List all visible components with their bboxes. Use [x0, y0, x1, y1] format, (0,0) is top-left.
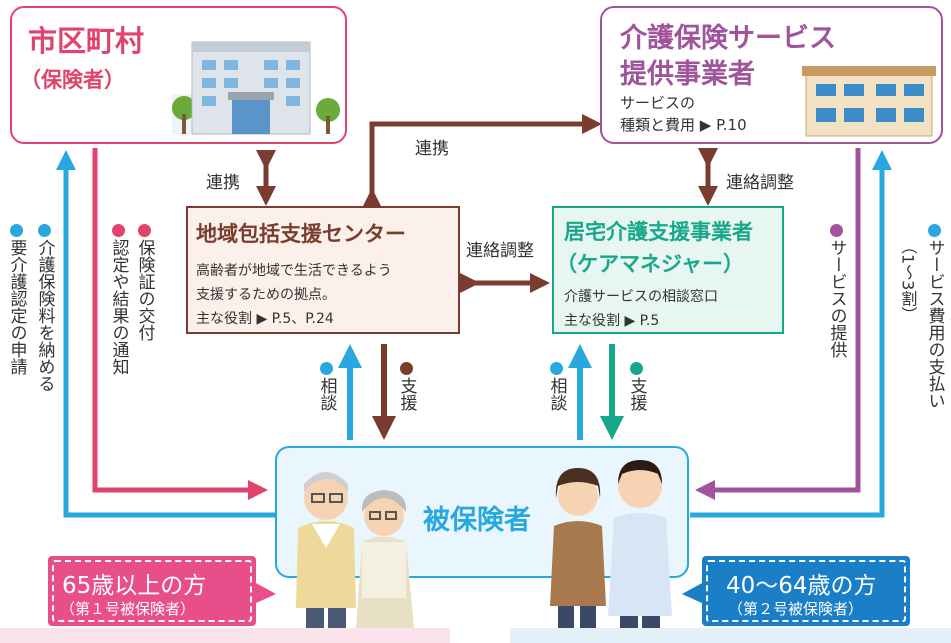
middle-aged-couple-icon: [550, 460, 672, 643]
premium-arrow: [56, 150, 275, 518]
facility-building-icon: [802, 66, 936, 137]
provider-desc-line2: 種類と費用 ▶ P.10: [620, 116, 747, 134]
care-manager-box: 居宅介護支援事業者 （ケアマネジャー） 介護サービスの相談窓口 主な役割 ▶ P…: [552, 206, 784, 334]
municipality-title: 市区町村: [28, 24, 145, 58]
provider-title-line1: 介護保険サービス: [620, 23, 836, 54]
renraku-mid-label: 連絡調整: [466, 241, 534, 261]
apply-label: 要介護認定の申請: [6, 224, 27, 375]
pay-cost-label: サービス費用の支払い: [924, 224, 945, 409]
insured-title: 被保険者: [423, 505, 531, 536]
center-desc-line1: 高齢者が地域で生活できるよう: [196, 263, 392, 279]
municipality-box: 市区町村 （保険者）: [10, 6, 347, 144]
payment-arrow: [690, 150, 892, 518]
care-title-line1: 居宅介護支援事業者: [564, 220, 753, 244]
service-provide-label: サービスの提供: [826, 224, 847, 358]
city-hall-icon: [172, 41, 340, 135]
care-role: 主な役割 ▶ P.5: [564, 313, 660, 329]
renkei-top-arrow: [362, 114, 602, 208]
pay-ratio-label: （1〜3割）: [898, 238, 918, 323]
care-support-label: 支援: [626, 362, 647, 411]
renkei-left-label: 連携: [206, 173, 240, 193]
provider-title-line2: 提供事業者: [620, 59, 755, 90]
care-consult-label: 相談: [546, 362, 567, 411]
center-box: 地域包括支援センター 高齢者が地域で生活できるよう 支援するための拠点。 主な役…: [186, 206, 460, 334]
care-title-line2: （ケアマネジャー）: [556, 252, 744, 276]
age40-callout-tail: [682, 582, 704, 604]
renraku-right-label: 連絡調整: [726, 173, 794, 193]
provider-desc-line1: サービスの: [620, 94, 696, 112]
center-role: 主な役割 ▶ P.5、P.24: [196, 311, 334, 327]
care-desc: 介護サービスの相談窓口: [564, 289, 718, 305]
age65-title: 65歳以上の方: [62, 573, 207, 599]
renkei-top-label: 連携: [415, 139, 449, 159]
municipality-subtitle: （保険者）: [20, 68, 125, 92]
age40-title: 40〜64歳の方: [726, 573, 877, 599]
age65-callout: 65歳以上の方 （第１号被保険者）: [48, 556, 256, 626]
issue-card-label: 保険証の交付: [134, 224, 155, 341]
center-title: 地域包括支援センター: [196, 222, 406, 246]
age65-callout-tail: [254, 582, 276, 604]
provider-box: 介護保険サービス 提供事業者 サービスの 種類と費用 ▶ P.10: [600, 6, 943, 144]
bottom-band-right: [510, 628, 951, 643]
notify-label: 認定や結果の通知: [108, 224, 129, 375]
age40-callout: 40〜64歳の方 （第２号被保険者）: [702, 556, 910, 626]
age40-sub: （第２号被保険者）: [728, 600, 864, 618]
center-support-label: 支援: [396, 362, 417, 411]
premium-label: 介護保険料を納める: [34, 224, 55, 392]
bottom-band-left: [0, 628, 450, 643]
center-desc-line2: 支援するための拠点。: [196, 287, 336, 303]
service-arrow: [695, 148, 861, 500]
elderly-couple-icon: [296, 472, 414, 643]
notify-arrow: [92, 148, 268, 500]
center-consult-label: 相談: [316, 362, 337, 411]
age65-sub: （第１号被保険者）: [60, 600, 196, 618]
